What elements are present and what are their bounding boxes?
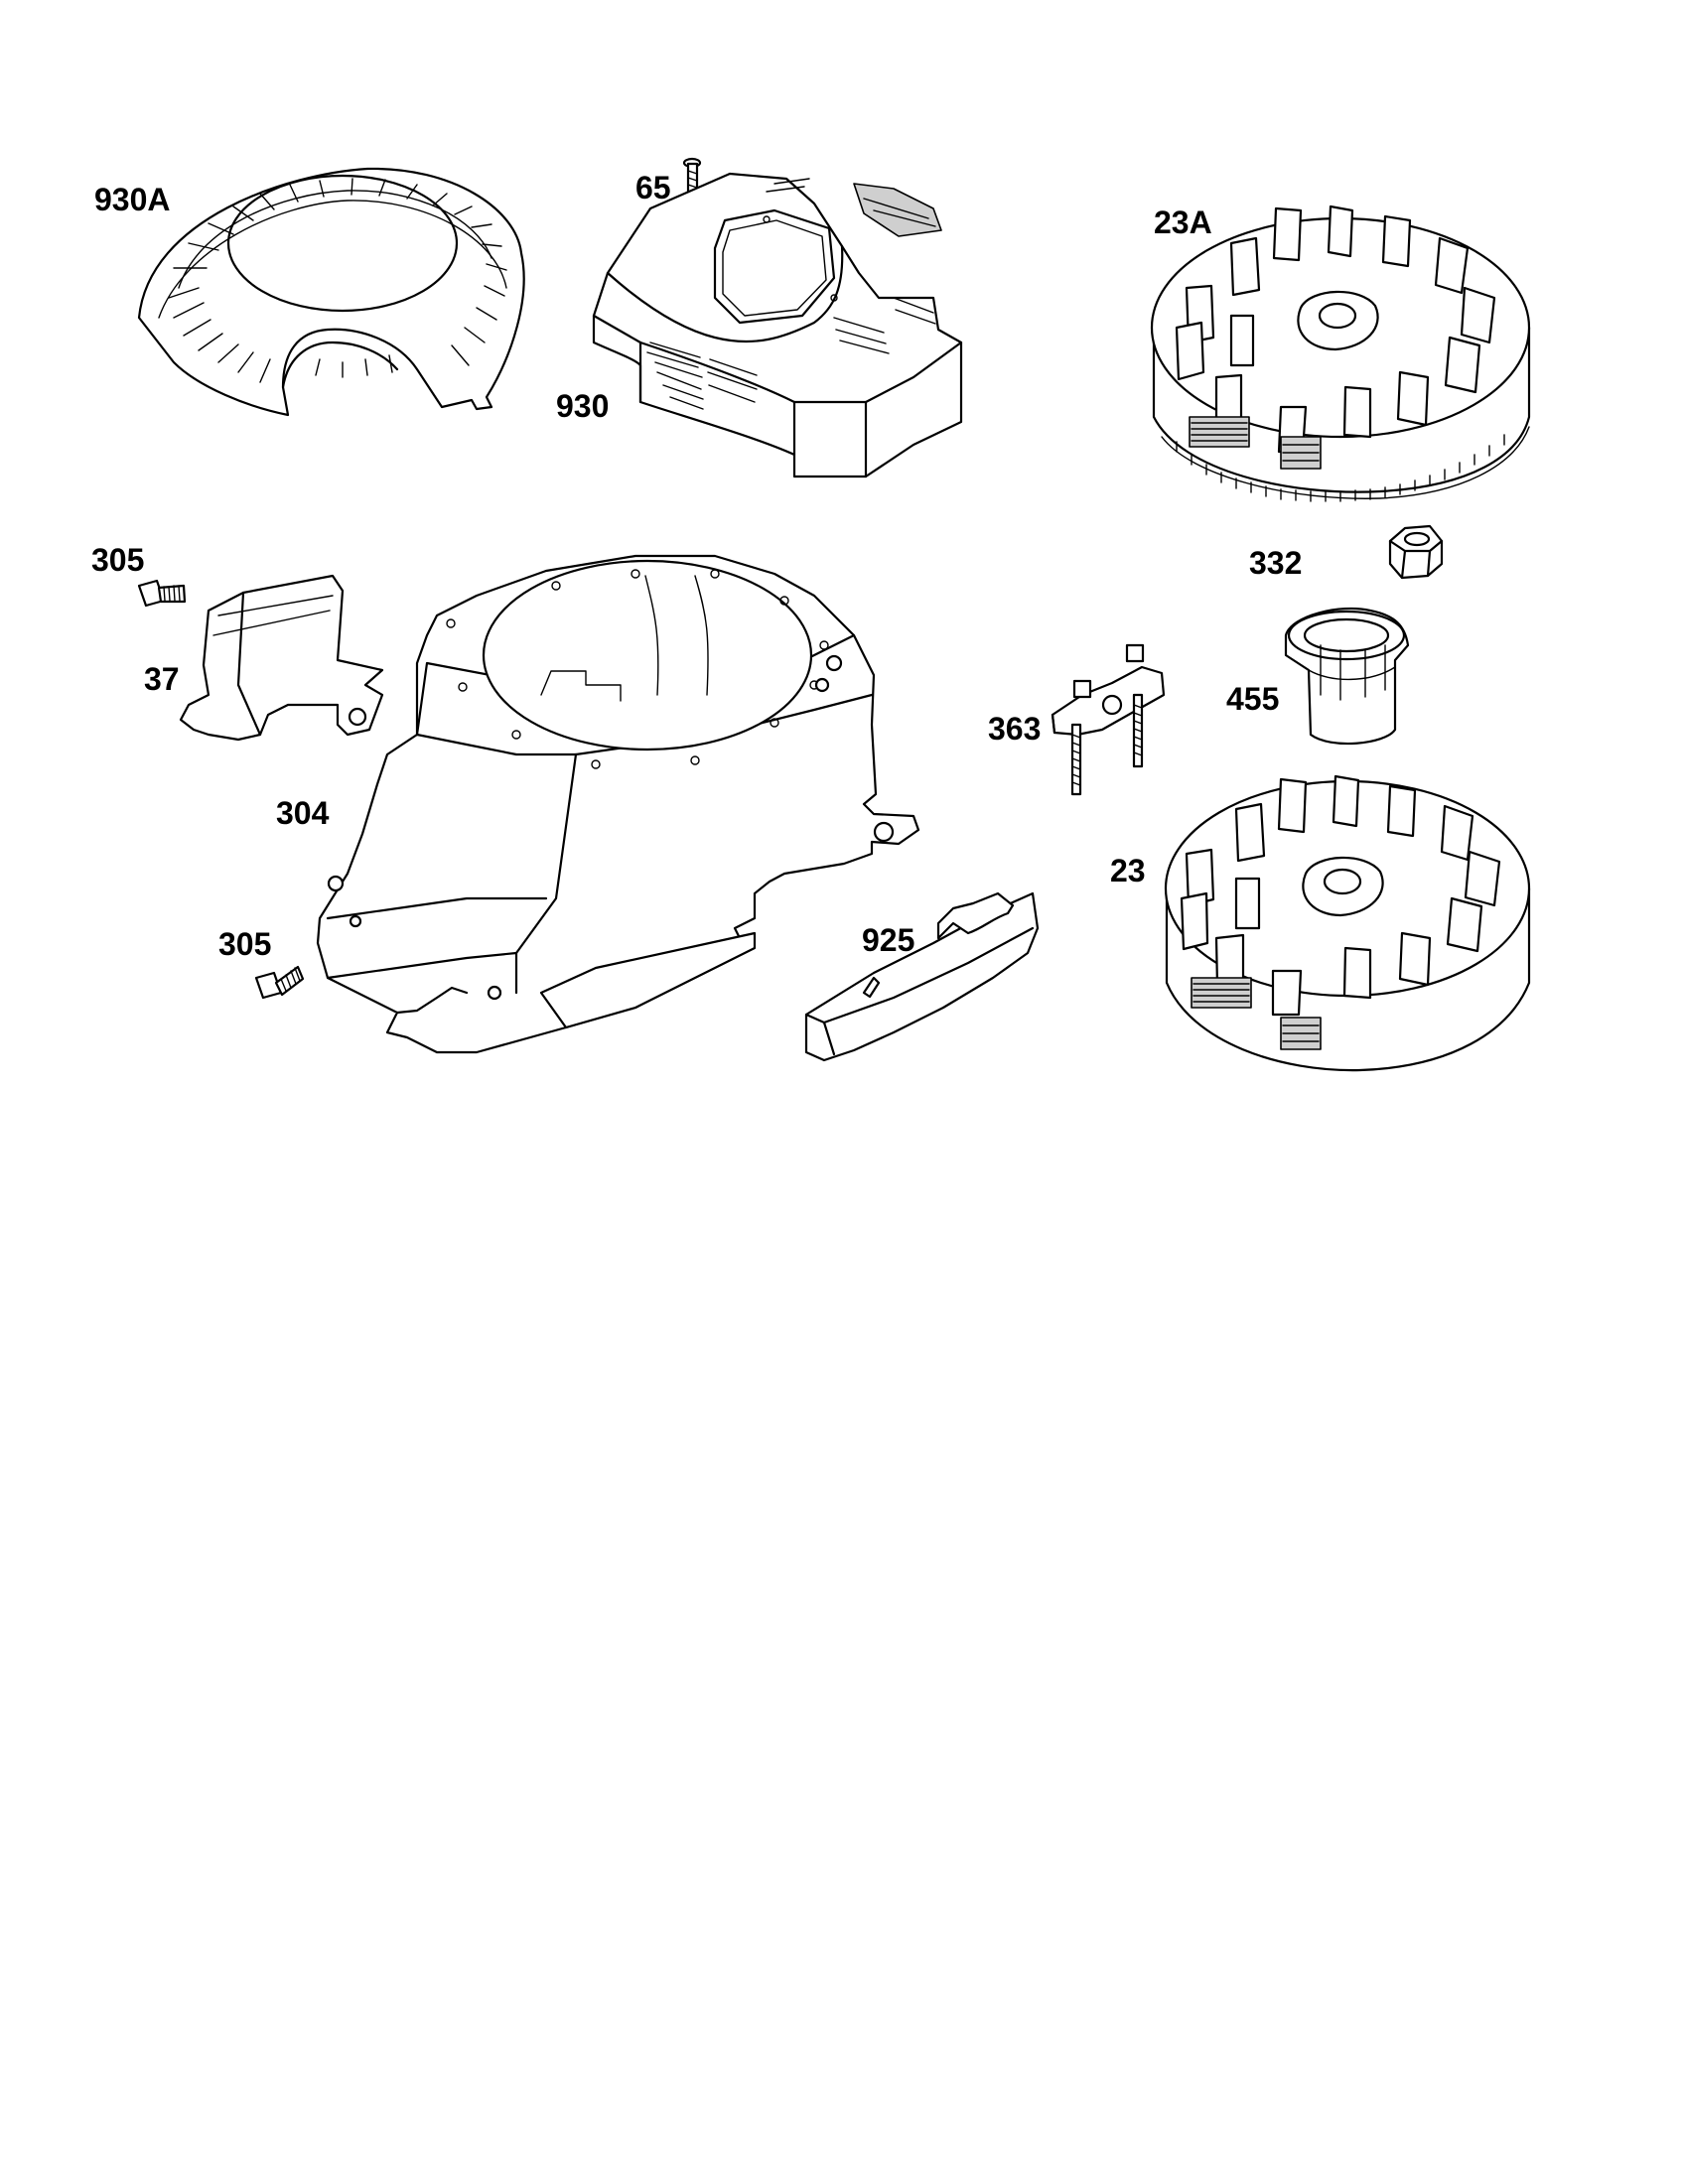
label-304: 304 xyxy=(276,795,330,831)
flywheel-magnets xyxy=(1189,416,1322,470)
part-305-bolt-top xyxy=(137,579,187,608)
label-305-bottom: 305 xyxy=(218,926,271,962)
part-930a-rewind-screen xyxy=(137,167,525,417)
label-23: 23 xyxy=(1110,853,1146,888)
flywheel-fins xyxy=(1175,205,1496,454)
label-925: 925 xyxy=(862,922,914,958)
label-930a: 930A xyxy=(94,182,171,217)
part-930-cover xyxy=(592,172,963,478)
part-925-deflector xyxy=(804,891,1040,1062)
label-305-top: 305 xyxy=(91,542,144,578)
housing-bolt-holes xyxy=(327,569,895,1001)
label-37: 37 xyxy=(144,661,180,697)
part-labels: 930A 65 930 23A 305 37 332 363 455 304 2… xyxy=(91,170,1302,962)
part-23a-flywheel-ring-gear xyxy=(1150,205,1531,502)
screen-slots xyxy=(168,178,507,383)
flywheel-23-magnets xyxy=(1191,977,1322,1050)
part-455-starter-cup xyxy=(1284,607,1410,746)
label-23a: 23A xyxy=(1154,205,1212,240)
part-37-air-guide xyxy=(179,574,384,742)
label-455: 455 xyxy=(1226,681,1279,717)
label-65: 65 xyxy=(635,170,671,205)
part-305-bolt-bottom xyxy=(254,965,305,1000)
label-363: 363 xyxy=(988,711,1041,747)
cover-vent-grille xyxy=(646,178,942,410)
part-363-bracket xyxy=(1051,643,1166,796)
label-930: 930 xyxy=(556,388,609,424)
part-23-flywheel xyxy=(1164,774,1531,1072)
part-332-nut xyxy=(1388,524,1444,580)
part-304-blower-housing xyxy=(316,554,920,1054)
label-332: 332 xyxy=(1249,545,1302,581)
